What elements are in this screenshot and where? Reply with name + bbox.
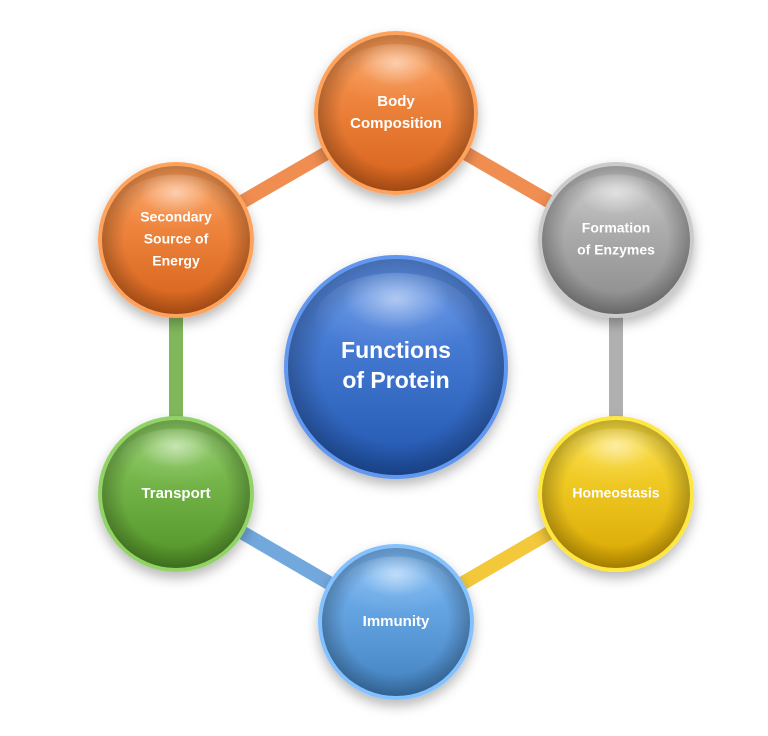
node-immunity-highlight <box>339 556 453 622</box>
node-homeostasis-highlight <box>559 428 673 494</box>
node-body-composition-highlight <box>336 44 456 114</box>
node-transport: Transport <box>98 416 254 572</box>
node-secondary-source-of-energy-label-line: Secondary <box>140 209 212 225</box>
center-functions-of-protein: Functions of Protein <box>284 255 508 479</box>
node-secondary-source-of-energy-label-line: Energy <box>152 253 200 269</box>
node-homeostasis-label-line: Homeostasis <box>572 485 659 501</box>
node-formation-of-enzymes-label-line: of Enzymes <box>577 242 655 258</box>
node-formation-of-enzymes: Formation of Enzymes <box>538 162 694 318</box>
node-transport-highlight <box>119 428 233 494</box>
node-formation-of-enzymes-highlight <box>559 174 673 240</box>
node-homeostasis: Homeostasis <box>538 416 694 572</box>
node-transport-label-line: Transport <box>141 485 210 502</box>
node-body-composition-label-line: Composition <box>350 115 442 132</box>
node-immunity-label-line: Immunity <box>363 613 430 630</box>
center-functions-of-protein-label-line: Functions <box>341 337 451 363</box>
node-formation-of-enzymes-label-line: Formation <box>582 220 650 236</box>
center-functions-of-protein-highlight <box>315 272 477 367</box>
node-secondary-source-of-energy-highlight <box>119 174 233 240</box>
node-immunity: Immunity <box>318 544 474 700</box>
node-secondary-source-of-energy-label-line: Source of <box>144 231 209 247</box>
center-node: Functions of Protein <box>284 255 508 479</box>
node-body-composition-label-line: Body <box>377 93 415 110</box>
center-functions-of-protein-label-line: of Protein <box>342 367 449 393</box>
